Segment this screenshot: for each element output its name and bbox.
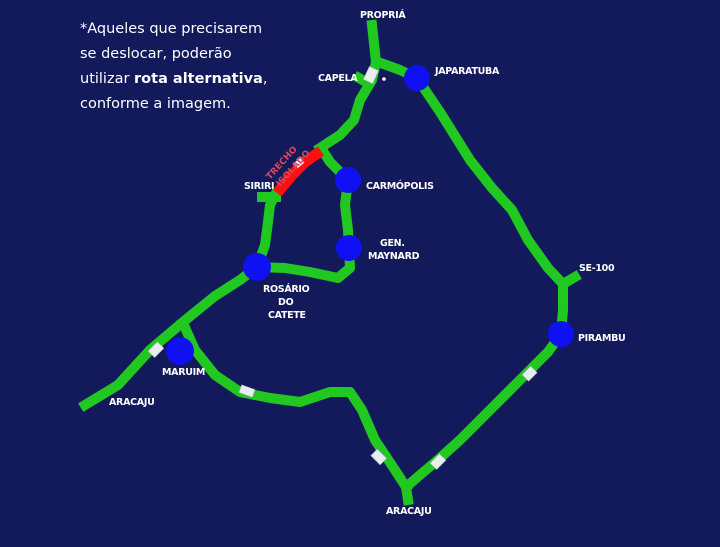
label-siriri: SIRIRI xyxy=(244,181,274,192)
notice-line-3: utilizar rota alternativa, xyxy=(80,71,268,87)
road-pirambu-aracaju xyxy=(401,327,568,506)
highway-shield-icon xyxy=(521,365,538,382)
label-do: DO xyxy=(278,297,294,308)
city-markers xyxy=(166,65,574,365)
capela-point-icon xyxy=(382,77,386,81)
highway-shield-icon xyxy=(363,66,379,84)
label-capela: CAPELA xyxy=(318,73,358,84)
blocked-road-segment xyxy=(272,146,325,197)
label-maruim: MARUIM xyxy=(162,367,205,378)
city-marker-rosario-do-catete[interactable] xyxy=(243,253,271,281)
label-gen: GEN. xyxy=(380,238,405,249)
label-maynard: MAYNARD xyxy=(368,251,420,262)
road-japaratuba-pirambu xyxy=(410,71,568,340)
notice-line-1: *Aqueles que precisarem xyxy=(80,21,263,37)
route-notice: *Aqueles que precisarem se deslocar, pod… xyxy=(80,17,300,117)
label-japaratuba: JAPARATUBA xyxy=(434,66,500,77)
label-aracaju-south: ARACAJU xyxy=(386,506,432,517)
alternative-route-emphasis: rota alternativa xyxy=(134,71,263,87)
label-carmopolis: CARMÓPOLIS xyxy=(366,180,434,192)
label-propria: PROPRIÁ xyxy=(360,9,406,21)
label-aracaju-west: ARACAJU xyxy=(109,397,155,408)
road-se100-stub xyxy=(556,270,582,291)
road-capela-stub xyxy=(352,71,373,89)
highway-shield-icon xyxy=(238,384,256,398)
label-catete: CATETE xyxy=(268,310,306,321)
notice-line-2: se deslocar, poderão xyxy=(80,46,232,62)
highway-shield-icon xyxy=(293,157,305,169)
city-marker-japaratuba[interactable] xyxy=(404,65,430,91)
road-aracaju-siriri xyxy=(78,188,282,412)
label-se100: SE-100 xyxy=(579,263,615,274)
label-pirambu: PIRAMBU xyxy=(578,333,625,344)
highway-shield-icon xyxy=(370,448,387,466)
road-maruim-aracaju xyxy=(176,316,413,494)
highway-shield-icon xyxy=(429,453,447,470)
road-maynard-rosario xyxy=(251,242,355,283)
city-marker-pirambu[interactable] xyxy=(548,321,574,347)
notice-line-4: conforme a imagem. xyxy=(80,96,231,112)
label-rosario: ROSÁRIO xyxy=(263,283,310,295)
city-marker-maruim[interactable] xyxy=(166,337,194,365)
road-network xyxy=(78,19,582,506)
highway-shield-icon xyxy=(147,341,165,358)
highway-shields xyxy=(147,66,538,470)
city-marker-gen-maynard[interactable] xyxy=(336,235,362,261)
city-marker-carmopolis[interactable] xyxy=(335,167,361,193)
